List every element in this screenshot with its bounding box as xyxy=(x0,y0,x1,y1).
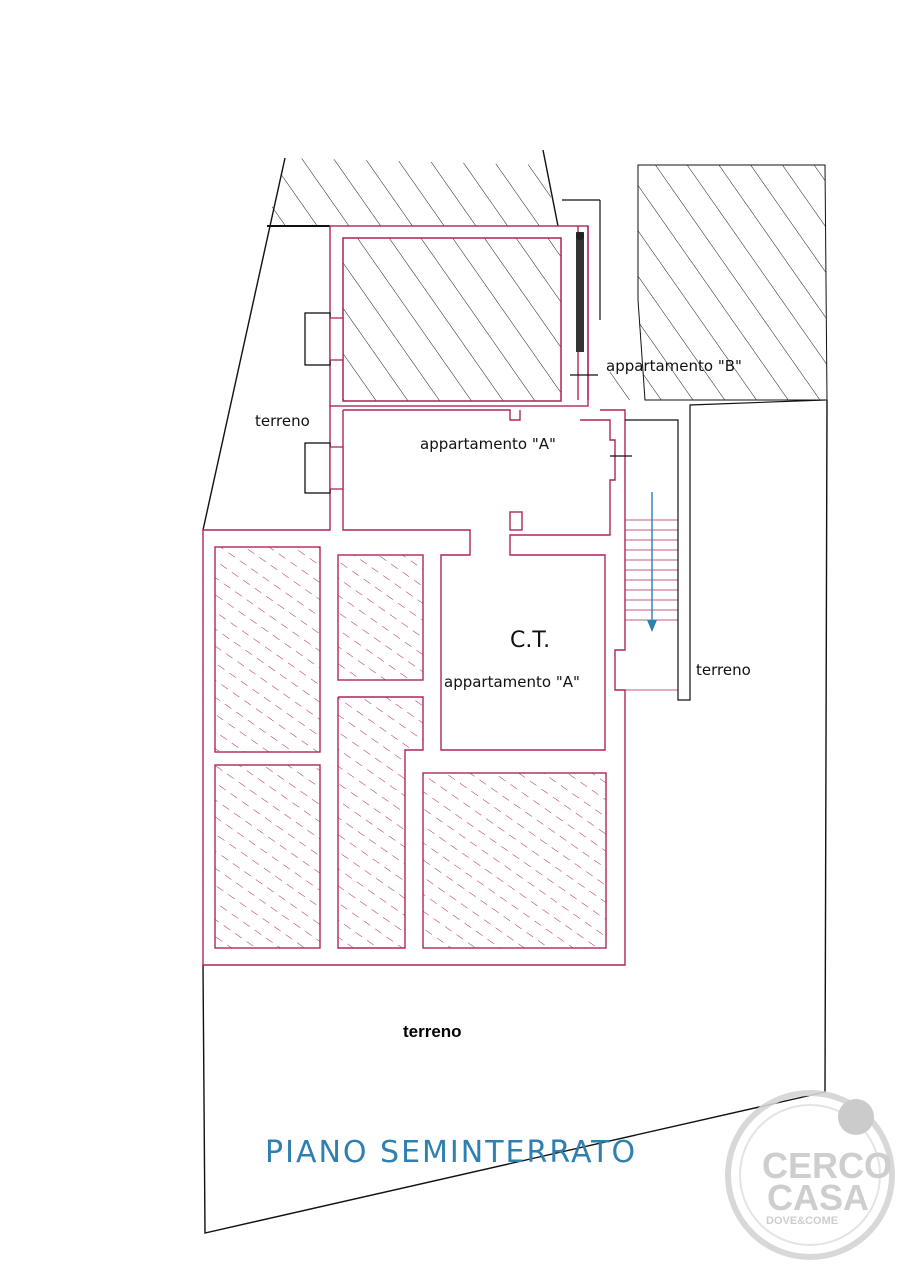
label-appartamento-a-ct: appartamento "A" xyxy=(444,673,580,691)
watermark-tagline: DOVE&COME xyxy=(766,1215,838,1227)
label-ct: C.T. xyxy=(510,628,550,653)
label-terreno-left: terreno xyxy=(255,412,310,430)
label-terreno-bottom: terreno xyxy=(403,1022,462,1041)
plan-title: PIANO SEMINTERRATO xyxy=(265,1135,637,1170)
neighbor-hatched-areas xyxy=(267,158,828,402)
watermark-line1: CERCO xyxy=(762,1145,892,1186)
hatched-rooms xyxy=(215,547,606,948)
cercocasa-logo: CERCO CASA DOVE&COME xyxy=(725,1090,895,1260)
label-appartamento-a-top: appartamento "A" xyxy=(420,435,556,453)
watermark-line2: CASA xyxy=(767,1177,869,1218)
label-appartamento-b: appartamento "B" xyxy=(606,357,742,375)
label-terreno-right: terreno xyxy=(696,661,751,679)
windows-left xyxy=(304,312,344,494)
stair-wall xyxy=(562,199,632,457)
external-stairs xyxy=(625,399,826,701)
